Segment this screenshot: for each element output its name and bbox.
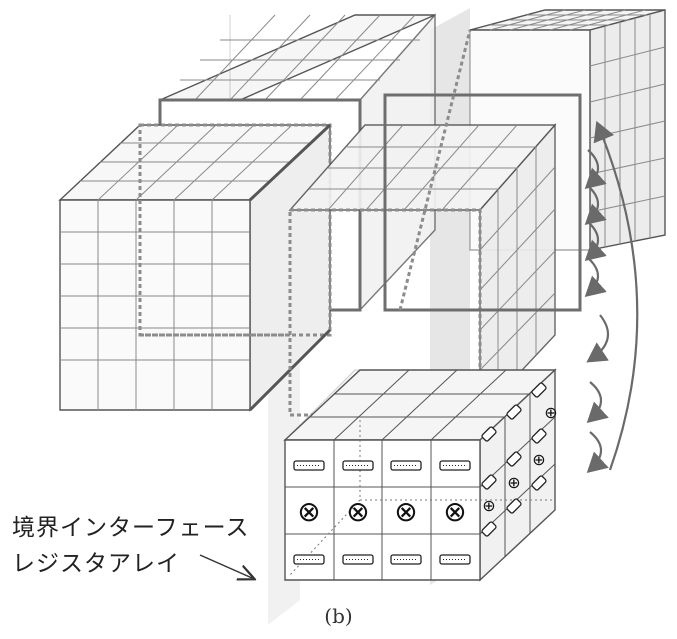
register-array-label: レジスタアレイ <box>12 544 180 578</box>
plus-circle-icon: ⊕ <box>507 473 520 492</box>
plus-circle-icon: ⊕ <box>544 403 557 422</box>
plus-circle-icon: ⊕ <box>482 496 495 515</box>
cross-circle-icon: ⊗ <box>443 495 466 528</box>
register-array-cube: ⊗ ⊗ ⊗ ⊗ ⊕ ⊕ ⊕ ⊕ <box>285 370 558 580</box>
cross-circle-icon: ⊗ <box>297 495 320 528</box>
cross-circle-icon: ⊗ <box>394 495 417 528</box>
boundary-interface-label: 境界インターフェース <box>12 508 249 542</box>
cross-circle-icon: ⊗ <box>346 495 369 528</box>
plus-circle-icon: ⊕ <box>532 450 545 469</box>
label-leader-arrow <box>200 555 252 578</box>
figure-caption: (b) <box>0 604 677 628</box>
